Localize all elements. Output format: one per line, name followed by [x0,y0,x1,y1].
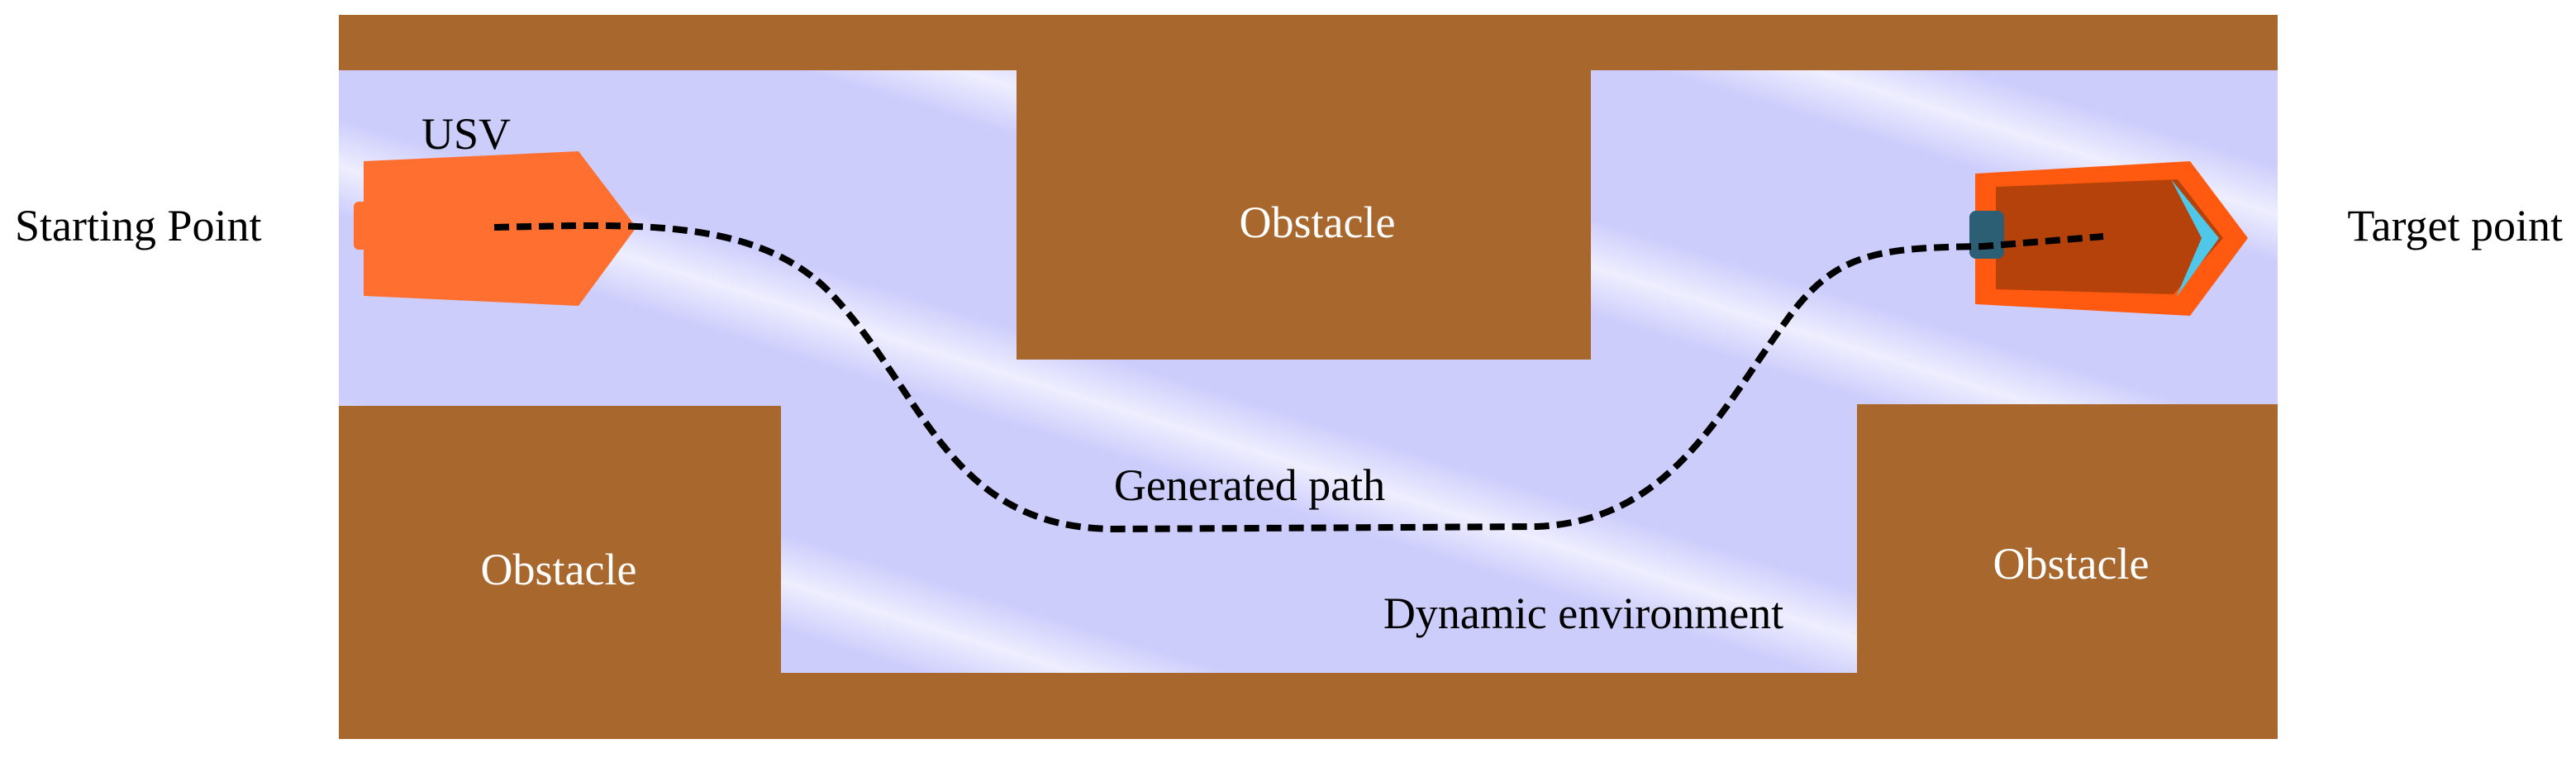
starting-point-label: Starting Point [15,201,262,250]
dynamic-environment-label: Dynamic environment [1383,589,1783,638]
water-channel [339,70,2278,673]
obstacle-bottom-left-label: Obstacle [481,545,637,594]
usv-target [1969,161,2248,316]
obstacle-bottom-left [339,406,781,739]
obstacle-bottom-right-label: Obstacle [1993,539,2150,589]
obstacle-top [1017,70,1591,360]
usv-label: USV [421,109,511,159]
generated-path-line [493,222,2104,533]
usv-target-hull-inner [1996,179,2223,294]
obstacle-top-label: Obstacle [1240,198,1396,247]
usv-target-nose [2171,179,2219,298]
sensor-icon [1969,211,2004,259]
generated-path-label: Generated path [1114,460,1385,510]
obstacle-bottom-right [1857,404,2278,739]
target-point-label: Target point [2347,201,2563,250]
